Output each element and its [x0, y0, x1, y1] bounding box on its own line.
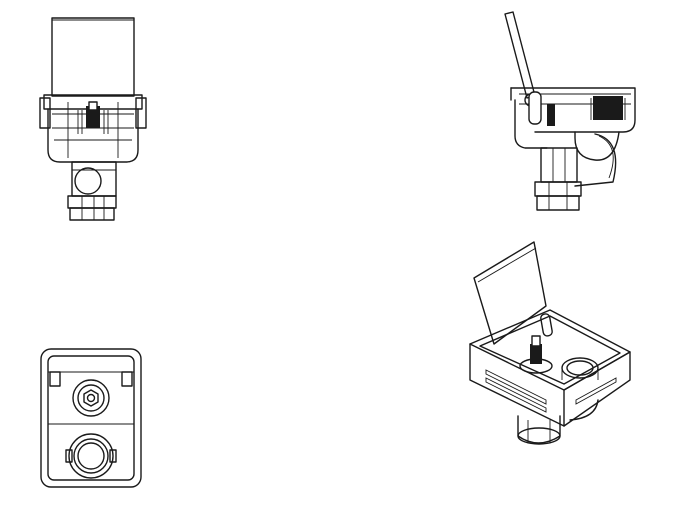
side-view-drawing [504, 11, 636, 211]
front-view-drawing [39, 17, 147, 221]
isometric-view-drawing [469, 241, 631, 445]
top-view-drawing [40, 348, 142, 488]
